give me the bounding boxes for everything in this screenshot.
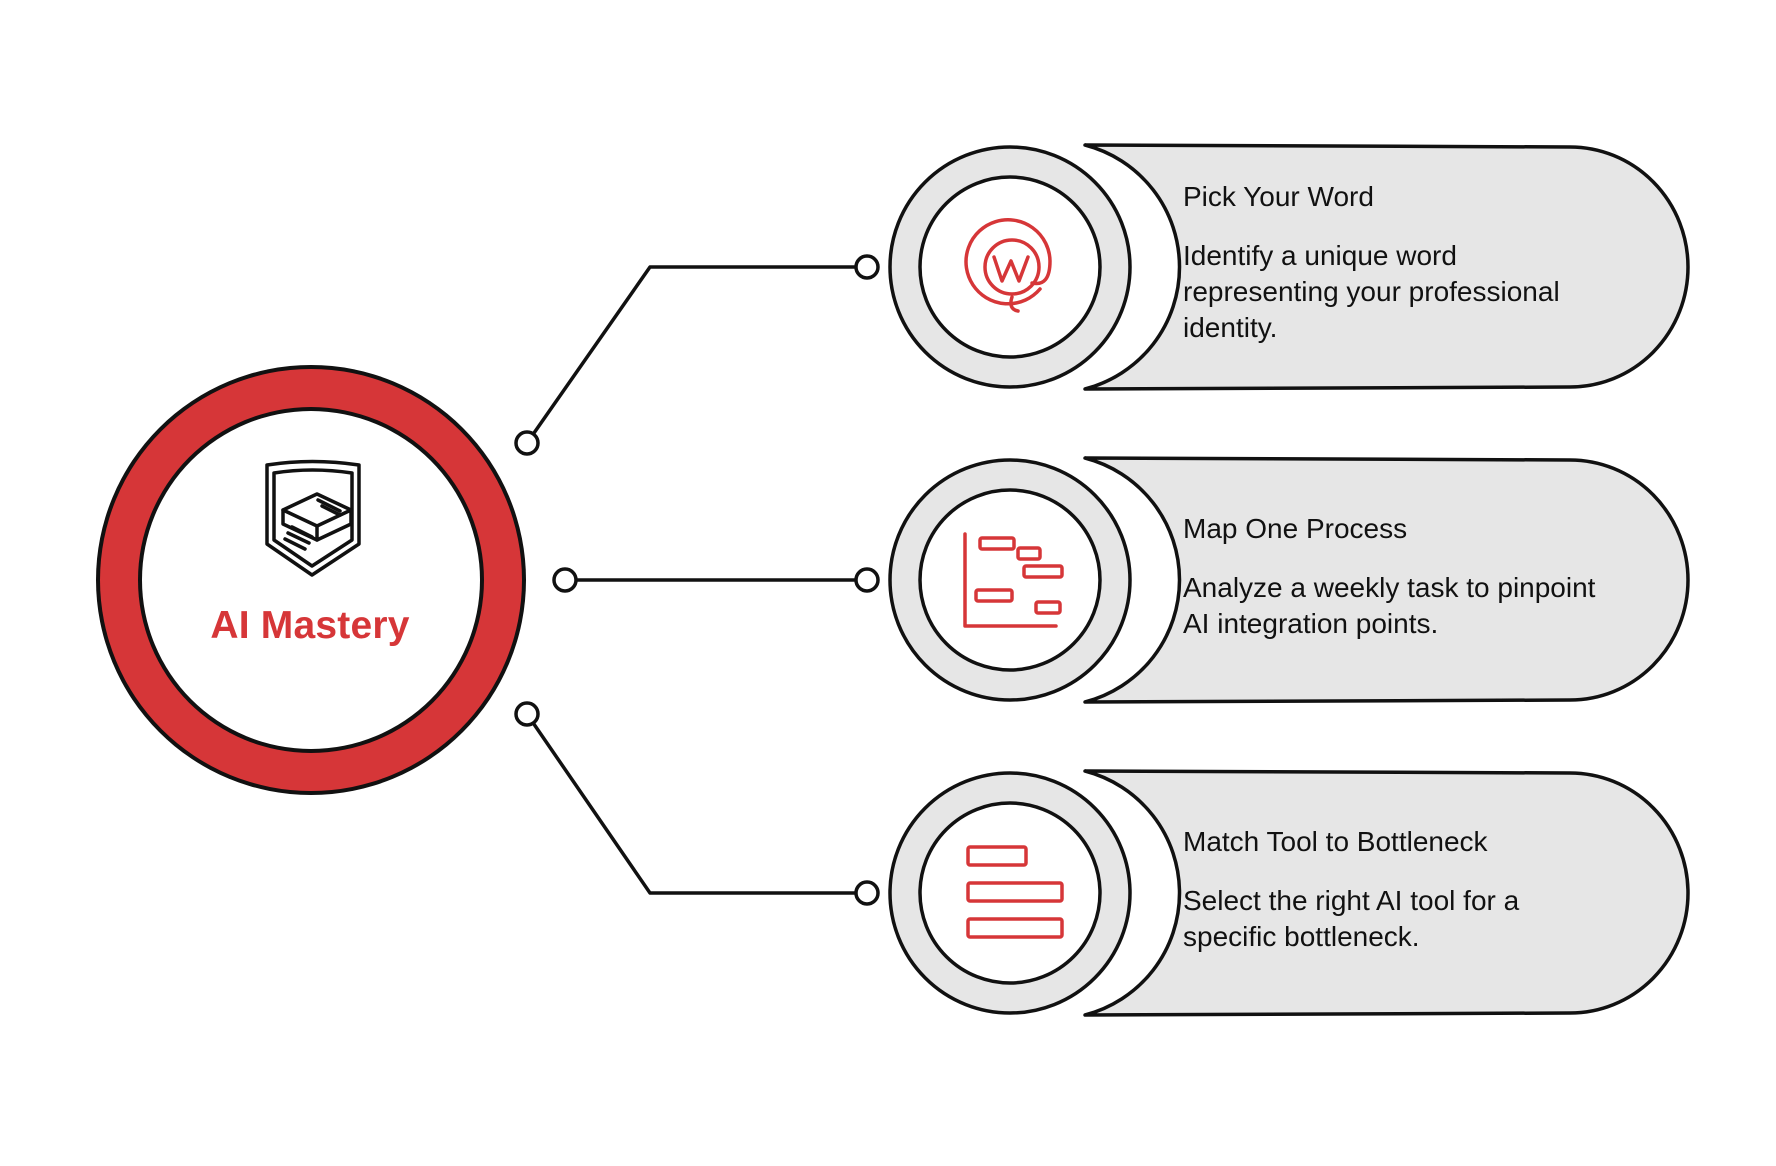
step-card-pill (1083, 456, 1690, 704)
node-step-3 (854, 880, 880, 906)
step-title: Match Tool to Bottleneck (1183, 826, 1488, 857)
step-title: Pick Your Word (1183, 181, 1374, 212)
step-card-2-text: Map One Process Analyze a weekly task to… (1183, 512, 1603, 642)
connector-1 (525, 265, 869, 445)
step-ring-inner (918, 488, 1102, 672)
step-card-3 (888, 769, 1690, 1017)
step-card-pill (1083, 143, 1690, 391)
step-card-pill (1083, 769, 1690, 1017)
connector-nodes (514, 254, 880, 906)
step-cards (888, 143, 1690, 1017)
at-word-icon (964, 218, 1052, 313)
node-step-2 (854, 567, 880, 593)
gantt-chart-icon (963, 532, 1064, 628)
step-card-1-text: Pick Your Word Identify a unique word re… (1183, 180, 1603, 346)
center-title: AI Mastery (210, 604, 410, 647)
step-description: Identify a unique word representing your… (1183, 240, 1560, 343)
shield-stack-icon (265, 459, 361, 577)
step-card-2 (888, 456, 1690, 704)
step-description: Analyze a weekly task to pinpoint AI int… (1183, 572, 1596, 639)
node-center-middle (552, 567, 578, 593)
central-hub (96, 365, 526, 795)
step-card-1 (888, 143, 1690, 391)
node-center-bottom (514, 701, 540, 727)
hub-inner (142, 411, 480, 749)
horizontal-bars-icon (966, 845, 1064, 939)
node-step-1 (854, 254, 880, 280)
step-description: Select the right AI tool for a specific … (1183, 885, 1520, 952)
step-card-3-text: Match Tool to Bottleneck Select the righ… (1183, 825, 1603, 955)
connectors (525, 265, 869, 895)
connector-3 (525, 712, 869, 895)
step-title: Map One Process (1183, 513, 1408, 544)
step-ring-inner (918, 801, 1102, 985)
node-center-top (514, 430, 540, 456)
